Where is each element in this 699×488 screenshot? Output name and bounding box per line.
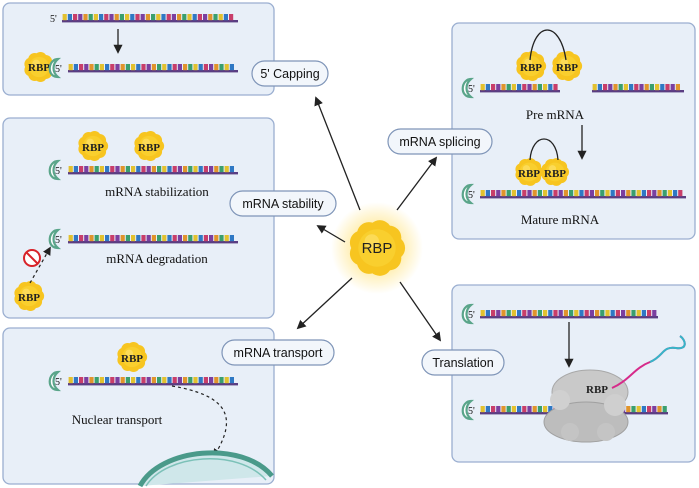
rbp-blob-splice-1 [516, 51, 547, 81]
cap-pre [461, 77, 475, 99]
nucleus-envelope [137, 450, 274, 488]
cap-transl-top [461, 303, 475, 325]
rbp-blob-capping [24, 52, 55, 82]
five-prime-stab: 5' [55, 166, 62, 177]
five-prime-capping-top: 5' [50, 14, 57, 25]
rbp-blob-stab-1 [78, 131, 109, 161]
center-rbp-blob [349, 220, 406, 276]
label-translation: Translation [432, 356, 493, 370]
arrow-to-splicing [396, 156, 438, 211]
five-prime-transl-top: 5' [468, 310, 475, 321]
rbp-degr-label: RBP [18, 292, 40, 304]
rbp-splice-label-1: RBP [520, 62, 542, 74]
mrna-strand-degr [68, 235, 238, 244]
mrna-strand-mature [480, 190, 686, 199]
mrna-strand-capping-bottom [68, 64, 238, 73]
cap-degr [48, 228, 62, 250]
rbp-splice-label-3: RBP [518, 168, 540, 180]
mrna-strand-transl-top [480, 310, 658, 319]
rbp-blob-degr [14, 281, 45, 311]
cap-capping [48, 57, 62, 79]
splice-loop-top [529, 29, 567, 61]
mrna-strand-pre-2 [592, 84, 684, 93]
five-prime-capping-bottom: 5' [55, 64, 62, 75]
pill-capping [251, 60, 329, 87]
pill-transport [221, 339, 335, 366]
ribosome [543, 369, 629, 443]
pill-translation [421, 349, 505, 376]
five-prime-pre: 5' [468, 84, 475, 95]
rbp-transport-label: RBP [121, 353, 143, 365]
arrow-to-translation [399, 281, 442, 342]
rbp-stab-label-2: RBP [138, 142, 160, 154]
five-prime-degr: 5' [55, 235, 62, 246]
label-mature-mrna: Mature mRNA [521, 212, 600, 227]
rbp-translation-label: RBP [586, 384, 608, 396]
rbp-splice-label-4: RBP [544, 168, 566, 180]
rbp-blob-splice-3 [515, 158, 544, 186]
rbp-blob-transport [117, 342, 148, 372]
cap-transl-bottom [461, 399, 475, 421]
rbp-blob-splice-2 [552, 51, 583, 81]
peptide-chain-tail [649, 335, 686, 363]
pill-splicing [387, 128, 493, 155]
arrow-to-capping [314, 96, 361, 211]
cap-mature [461, 183, 475, 205]
rbp-capping-label: RBP [28, 62, 50, 74]
mrna-strand-transport [68, 377, 238, 386]
pill-stability [229, 190, 337, 217]
label-pre-mrna: Pre mRNA [526, 107, 585, 122]
label-capping: 5' Capping [260, 67, 319, 81]
label-nuclear-transport: Nuclear transport [72, 412, 163, 427]
prohibited-icon [23, 249, 41, 267]
five-prime-transl-bottom: 5' [468, 406, 475, 417]
rbp-splice-label-2: RBP [556, 62, 578, 74]
label-splicing: mRNA splicing [399, 135, 480, 149]
cap-stab [48, 159, 62, 181]
label-stability: mRNA stability [242, 197, 324, 211]
nucleus-inner [145, 458, 267, 487]
rbp-blob-stab-2 [134, 131, 165, 161]
rbp-blob-splice-4 [541, 158, 570, 186]
dashed-arrow-nucleus [171, 385, 228, 458]
arrow-to-stability [316, 225, 346, 243]
five-prime-mature: 5' [468, 190, 475, 201]
label-stabilization: mRNA stabilization [105, 184, 209, 199]
mrna-strand-stab [68, 166, 238, 175]
cap-transport [48, 370, 62, 392]
mrna-strand-capping-top [62, 14, 238, 23]
center-rbp-label: RBP [362, 240, 393, 257]
dashed-arrow-degradation [29, 246, 51, 284]
label-transport: mRNA transport [234, 346, 323, 360]
splice-loop-bottom [529, 138, 559, 161]
rbp-stab-label-1: RBP [82, 142, 104, 154]
five-prime-transport: 5' [55, 377, 62, 388]
label-degradation: mRNA degradation [106, 251, 208, 266]
mrna-strand-pre-1 [480, 84, 560, 93]
arrow-to-transport [296, 277, 353, 330]
